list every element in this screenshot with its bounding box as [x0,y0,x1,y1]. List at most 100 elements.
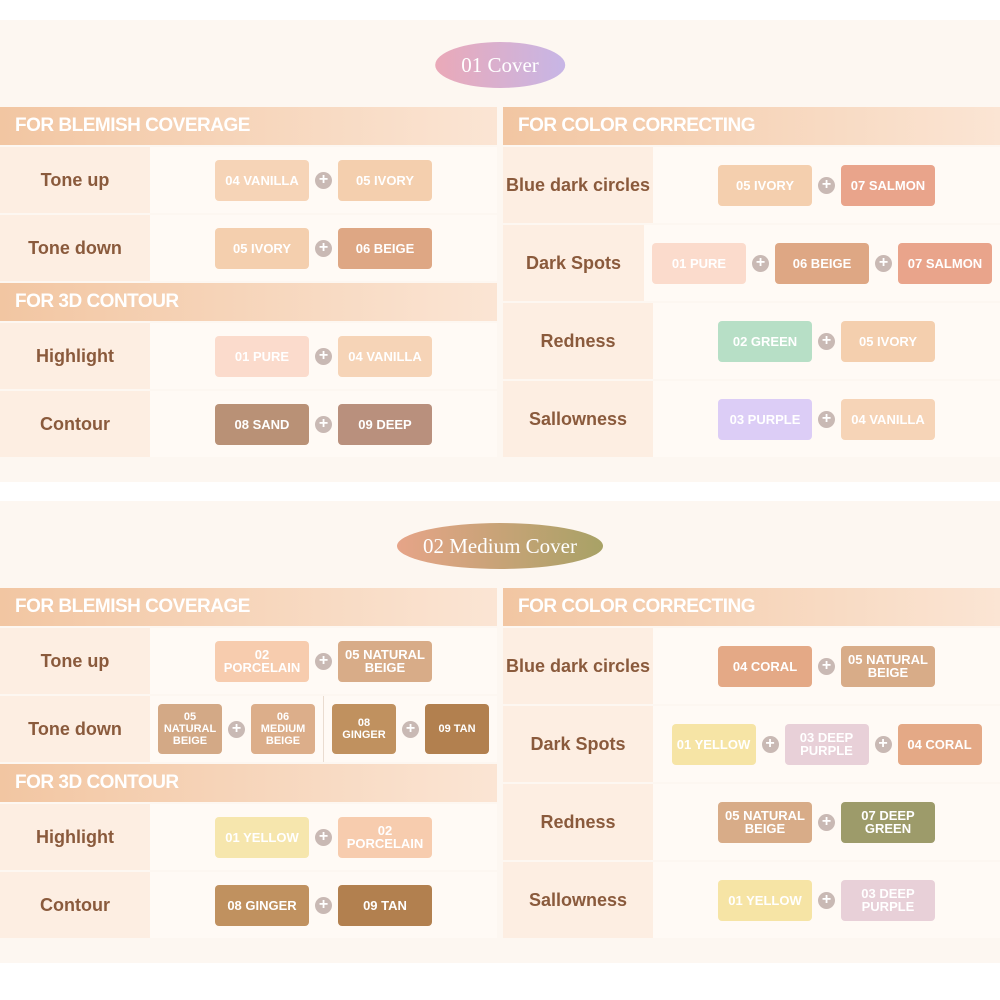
plus-icon: + [818,410,835,428]
shade-swatch: 08 GINGER [332,704,396,754]
category-header: FOR BLEMISH COVERAGE [0,588,497,626]
combo-row: Tone up 02 PORCELAIN +05 NATURAL BEIGE [0,628,497,694]
plus-icon: + [228,720,245,738]
plus-icon: + [761,735,779,753]
shade-swatch: 05 IVORY [718,164,812,206]
shade-swatch: 05 NATURAL BEIGE [338,640,432,682]
shade-swatch: 05 IVORY [841,320,935,362]
shade-swatch: 01 YELLOW [215,816,309,858]
shade-swatch: 03 PURPLE [718,398,812,440]
shade-swatch: 05 NATURAL BEIGE [718,801,812,843]
shade-swatch: 07 DEEP GREEN [841,801,935,843]
swatch-combination: 08 SAND+09 DEEP [150,391,497,457]
shade-swatch: 02 PORCELAIN [338,816,432,858]
category-header: FOR COLOR CORRECTING [503,107,1000,145]
swatch-group: 01 YELLOW+03 DEEP PURPLE [710,879,943,921]
row-label: Blue dark circles [503,147,653,223]
plus-icon: + [315,239,332,257]
row-label: Sallowness [503,381,653,457]
shade-swatch: 08 GINGER [215,884,309,926]
row-label: Sallowness [503,862,653,938]
combo-row: Contour 08 GINGER+09 TAN [0,872,497,938]
row-label: Highlight [0,804,150,870]
swatch-combination: 03 PURPLE +04 VANILLA [653,381,1000,457]
shade-swatch: 05 NATURAL BEIGE [158,704,222,754]
section-title-pill: 01 Cover [435,42,565,88]
shade-swatch: 09 TAN [338,884,432,926]
shade-swatch: 04 VANILLA [841,398,935,440]
swatch-combination: 05 NATURAL BEIGE +07 DEEP GREEN [653,784,1000,860]
swatch-combination: 02 GREEN +05 IVORY [653,303,1000,379]
shade-swatch: 04 CORAL [718,645,812,687]
plus-icon: + [818,332,835,350]
plus-icon: + [818,176,835,194]
category-header: FOR BLEMISH COVERAGE [0,107,497,145]
shade-swatch: 06 BEIGE [775,242,869,284]
shade-swatch: 02 GREEN [718,320,812,362]
swatch-group: 08 GINGER+09 TAN [207,884,440,926]
shade-swatch: 03 DEEP PURPLE [784,723,869,765]
combo-row: Blue dark circles 04 CORAL +05 NATURAL BEI… [503,628,1000,704]
row-label: Blue dark circles [503,628,653,704]
shade-swatch: 04 CORAL [897,723,982,765]
swatch-combination: 05 IVORY +07 SALMON [653,147,1000,223]
combo-row: Sallowness 01 YELLOW+03 DEEP PURPLE [503,862,1000,938]
shade-swatch: 06 BEIGE [338,227,432,269]
swatch-group: 05 NATURAL BEIGE +06 MEDIUM BEIGE [150,704,323,754]
row-label: Contour [0,872,150,938]
shade-swatch: 01 PURE [215,335,309,377]
row-label: Dark Spots [503,706,653,782]
plus-icon: + [315,652,332,670]
swatch-combination: 04 CORAL +05 NATURAL BEIGE [653,628,1000,704]
plus-icon: + [818,657,835,675]
shade-swatch: 02 PORCELAIN [215,640,309,682]
shade-swatch: 09 DEEP [338,403,432,445]
shade-swatch: 07 SALMON [841,164,935,206]
swatch-combination: 05 IVORY+06 BEIGE [150,215,497,281]
plus-icon: + [402,720,419,738]
swatch-combination: 05 NATURAL BEIGE +06 MEDIUM BEIGE 08 GINGE… [150,696,497,762]
shade-swatch: 07 SALMON [898,242,992,284]
shade-swatch: 06 MEDIUM BEIGE [251,704,315,754]
plus-icon: + [315,347,332,365]
shade-swatch: 05 IVORY [338,159,432,201]
row-label: Tone down [0,696,150,762]
shade-swatch: 03 DEEP PURPLE [841,879,935,921]
swatch-group: 04 CORAL +05 NATURAL BEIGE [710,645,943,687]
swatch-group: 01 YELLOW+02 PORCELAIN [207,816,440,858]
swatch-group: 01 PURE+06 BEIGE+07 SALMON [644,242,1000,284]
plus-icon: + [315,415,332,433]
row-label: Dark Spots [503,225,644,301]
shade-swatch: 04 VANILLA [215,159,309,201]
swatch-group: 05 IVORY+06 BEIGE [207,227,440,269]
swatch-group: 02 PORCELAIN +05 NATURAL BEIGE [207,640,440,682]
plus-icon: + [818,813,835,831]
swatch-combination: 04 VANILLA+05 IVORY [150,147,497,213]
row-label: Tone up [0,147,150,213]
row-label: Tone up [0,628,150,694]
plus-icon: + [818,891,835,909]
plus-icon: + [875,254,892,272]
swatch-group: 02 GREEN +05 IVORY [710,320,943,362]
section-title-pill: 02 Medium Cover [397,523,603,569]
swatch-combination: 08 GINGER+09 TAN [150,872,497,938]
swatch-group: 04 VANILLA+05 IVORY [207,159,440,201]
plus-icon: + [874,735,892,753]
row-label: Highlight [0,323,150,389]
swatch-combination: 02 PORCELAIN +05 NATURAL BEIGE [150,628,497,694]
swatch-combination: 01 PURE+06 BEIGE+07 SALMON [644,225,1000,301]
shade-swatch: 05 NATURAL BEIGE [841,645,935,687]
swatch-group: 03 PURPLE +04 VANILLA [710,398,943,440]
combo-row: Highlight 01 YELLOW+02 PORCELAIN [0,804,497,870]
